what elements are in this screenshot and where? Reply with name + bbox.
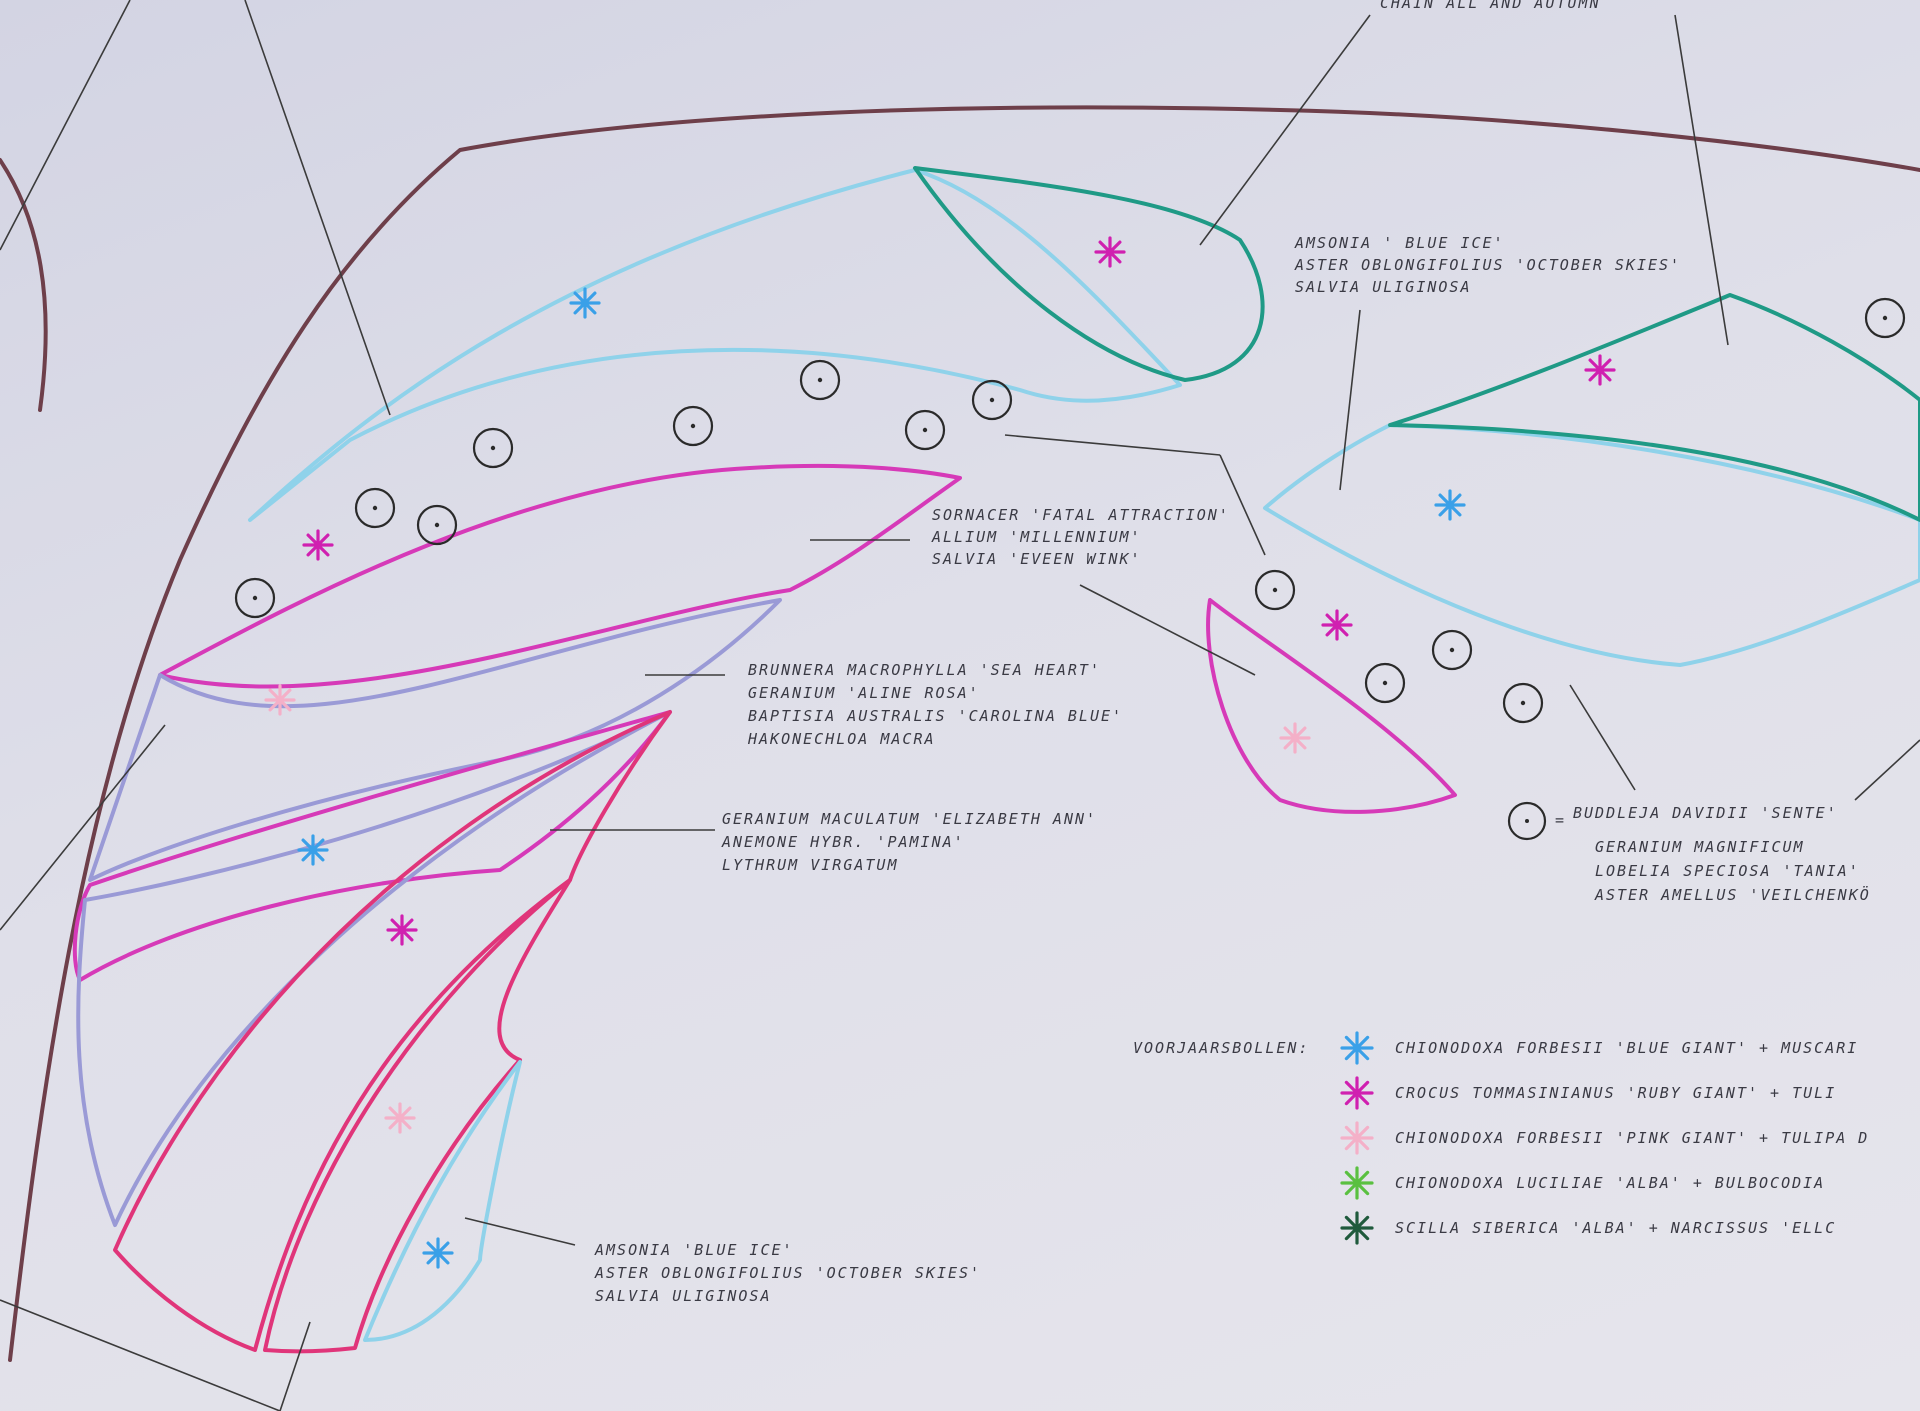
- svg-text:AMSONIA 'BLUE ICE': AMSONIA 'BLUE ICE': [594, 1241, 794, 1259]
- tree-symbol-icon: [234, 577, 276, 619]
- sheet-edge-line: [0, 1299, 281, 1411]
- svg-text:GERANIUM MAGNIFICUM: GERANIUM MAGNIFICUM: [1595, 838, 1805, 856]
- bed-pink-red-bottom: [263, 878, 572, 1354]
- legend-tree-icon: [1507, 801, 1547, 841]
- bed-pink-red-lower: [113, 710, 672, 1352]
- legend-title: VOORJAARSBOLLEN:: [1133, 1039, 1310, 1057]
- bed-light-blue-top: [248, 168, 1182, 522]
- tree-symbol-icon: [799, 359, 841, 401]
- svg-text:GERANIUM 'ALINE ROSA': GERANIUM 'ALINE ROSA': [748, 684, 980, 702]
- pink-star-icon: [264, 684, 296, 716]
- bed-lavender-middle: [88, 598, 782, 882]
- bed-teal-top: [913, 166, 1265, 382]
- label-teal-right: AMSONIA ' BLUE ICE' ASTER OBLONGIFOLIUS …: [1294, 234, 1681, 296]
- label-magenta-lower: GERANIUM MACULATUM 'ELIZABETH ANN' ANEMO…: [721, 810, 1097, 874]
- pink-star-icon: [1340, 1121, 1374, 1155]
- path-border-outer: [8, 105, 1920, 1362]
- svg-text:LOBELIA SPECIOSA 'TANIA': LOBELIA SPECIOSA 'TANIA': [1595, 862, 1860, 880]
- path-border-left: [0, 158, 48, 412]
- legend-equals-mark: =: [1555, 811, 1566, 829]
- svg-text:BRUNNERA MACROPHYLLA 'SEA HEAR: BRUNNERA MACROPHYLLA 'SEA HEART': [748, 661, 1101, 679]
- bed-magenta-right: [1206, 598, 1457, 814]
- svg-text:SALVIA 'EVEEN WINK': SALVIA 'EVEEN WINK': [932, 550, 1142, 568]
- tree-symbol-icon: [1431, 629, 1473, 671]
- tree-symbol-icon: [904, 409, 946, 451]
- svg-text:BUDDLEJA DAVIDII 'SENTE': BUDDLEJA DAVIDII 'SENTE': [1573, 804, 1838, 822]
- magenta-star-icon: [1584, 354, 1616, 386]
- bulb-legend: VOORJAARSBOLLEN: CHIONODOXA FORBESII 'BL…: [1133, 1031, 1869, 1245]
- bed-light-blue-right: [1263, 423, 1920, 667]
- legend-item-text: CHIONODOXA LUCILIAE 'ALBA' + BULBOCODIA: [1395, 1174, 1825, 1192]
- legend-item-text: CROCUS TOMMASINIANUS 'RUBY GIANT' + TULI: [1395, 1084, 1836, 1102]
- tree-symbol-icon: [971, 379, 1013, 421]
- legend-item-text: SCILLA SIBERICA 'ALBA' + NARCISSUS 'ELLC: [1395, 1219, 1836, 1237]
- sheet-edge-line: [0, 0, 131, 251]
- tree-symbol-icon: [1364, 662, 1406, 704]
- bed-teal-right: [1388, 293, 1920, 522]
- tree-symbol-icon: [354, 487, 396, 529]
- label-buddleja: BUDDLEJA DAVIDII 'SENTE' GERANIUM MAGNIF…: [1573, 804, 1871, 904]
- darkgreen-star-icon: [1340, 1211, 1374, 1245]
- magenta-star-icon: [1340, 1076, 1374, 1110]
- svg-text:SALVIA ULIGINOSA: SALVIA ULIGINOSA: [1295, 278, 1472, 296]
- blue-star-icon: [422, 1237, 454, 1269]
- svg-text:ALLIUM 'MILLENNIUM': ALLIUM 'MILLENNIUM': [931, 528, 1142, 546]
- svg-text:GERANIUM MACULATUM 'ELIZABETH: GERANIUM MACULATUM 'ELIZABETH ANN': [722, 810, 1097, 828]
- tree-symbol-icon: [416, 504, 458, 546]
- tree-symbol-icon: [1254, 569, 1296, 611]
- bed-magenta-top: [158, 463, 962, 689]
- svg-text:LYTHRUM VIRGATUM: LYTHRUM VIRGATUM: [722, 856, 899, 874]
- svg-text:HAKONECHLOA MACRA: HAKONECHLOA MACRA: [747, 730, 936, 748]
- magenta-star-icon: [1094, 236, 1126, 268]
- magenta-star-icon: [1321, 609, 1353, 641]
- bed-light-blue-bottom: [363, 1060, 522, 1342]
- tree-symbol-icon: [672, 405, 714, 447]
- tree-symbol-icon: [1502, 682, 1544, 724]
- label-magenta-top: SORNACER 'FATAL ATTRACTION' ALLIUM 'MILL…: [931, 506, 1230, 568]
- green-star-icon: [1340, 1166, 1374, 1200]
- svg-text:SALVIA ULIGINOSA: SALVIA ULIGINOSA: [595, 1287, 772, 1305]
- tree-symbol-icon: [472, 427, 514, 469]
- label-bottom-blue: AMSONIA 'BLUE ICE' ASTER OBLONGIFOLIUS '…: [594, 1241, 981, 1305]
- magenta-star-icon: [302, 529, 334, 561]
- tree-symbols: [234, 297, 1906, 724]
- label-magenta-middle: BRUNNERA MACROPHYLLA 'SEA HEART' GERANIU…: [747, 661, 1123, 748]
- svg-text:ANEMONE HYBR. 'PAMINA': ANEMONE HYBR. 'PAMINA': [721, 833, 965, 851]
- blue-star-icon: [1340, 1031, 1374, 1065]
- legend-item-text: CHIONODOXA FORBESII 'BLUE GIANT' + MUSCA…: [1395, 1039, 1858, 1057]
- legend-item-text: CHIONODOXA FORBESII 'PINK GIANT' + TULIP…: [1395, 1129, 1869, 1147]
- label-top-cut: CHAIN ALL AND AUTUMN: [1380, 0, 1601, 12]
- svg-text:ASTER OBLONGIFOLIUS 'OCTOBER S: ASTER OBLONGIFOLIUS 'OCTOBER SKIES': [594, 1264, 981, 1282]
- pink-star-icon: [1279, 722, 1311, 754]
- svg-text:AMSONIA ' BLUE ICE': AMSONIA ' BLUE ICE': [1294, 234, 1505, 252]
- svg-text:SORNACER 'FATAL ATTRACTION': SORNACER 'FATAL ATTRACTION': [932, 506, 1230, 524]
- blue-star-icon: [297, 834, 329, 866]
- blue-star-icon: [1434, 489, 1466, 521]
- magenta-star-icon: [386, 914, 418, 946]
- svg-text:ASTER OBLONGIFOLIUS 'OCTOBER S: ASTER OBLONGIFOLIUS 'OCTOBER SKIES': [1294, 256, 1681, 274]
- svg-text:BAPTISIA AUSTRALIS 'CAROLINA B: BAPTISIA AUSTRALIS 'CAROLINA BLUE': [748, 707, 1123, 725]
- bulb-star-markers: [264, 236, 1616, 1269]
- blue-star-icon: [569, 287, 601, 319]
- bed-lavender-lower: [76, 710, 672, 1227]
- pink-star-icon: [384, 1102, 416, 1134]
- tree-symbol-icon: [1864, 297, 1906, 339]
- svg-text:ASTER AMELLUS 'VEILCHENKÖ: ASTER AMELLUS 'VEILCHENKÖ: [1594, 885, 1871, 904]
